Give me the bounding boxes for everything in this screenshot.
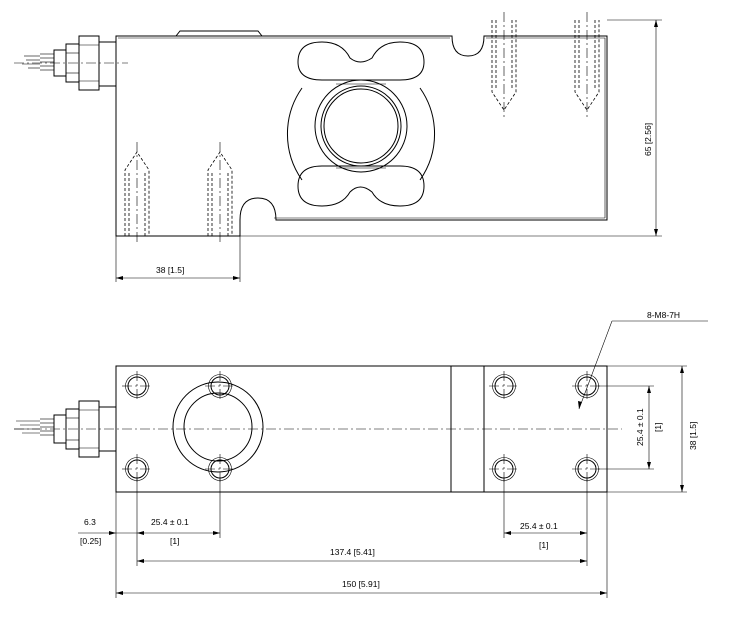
dim-side-width: 38 [1.5] [115, 236, 241, 282]
cable-gland-side [22, 35, 117, 91]
dim-vertical-pitch-inch: [1] [653, 423, 663, 432]
beam-web-side [286, 41, 436, 207]
center-ring-outer [172, 381, 264, 473]
dim-pitch-right-inch: [1] [539, 540, 548, 550]
dim-hole-span-label: 137.4 [5.41] [330, 547, 375, 557]
thread-callout: 8-M8-7H [578, 310, 708, 410]
dim-pitch-right-label: 25.4 ± 0.1 [520, 521, 558, 531]
dim-plan-width-label: 38 [1.5] [688, 422, 698, 450]
dim-plan-width: 38 [1.5] [607, 365, 698, 493]
dim-side-width-label: 38 [1.5] [156, 265, 184, 275]
dim-pitch-left-label: 25.4 ± 0.1 [151, 517, 189, 527]
hole [122, 371, 152, 401]
thread-holes-bottom [124, 142, 233, 244]
dim-vertical-pitch-label: 25.4 ± 0.1 [635, 408, 645, 446]
thread-callout-label: 8-M8-7H [647, 310, 680, 320]
dim-overall-length-label: 150 [5.91] [342, 579, 380, 589]
center-ring-inner [183, 392, 253, 462]
dim-side-height: 65 [2.56] [240, 19, 662, 237]
dim-vertical-pitch: 25.4 ± 0.1 [1] [598, 385, 663, 470]
side-view-body-outline-inner [118, 37, 606, 219]
top-boss [175, 30, 263, 37]
side-view: 38 [1.5] 65 [2.56] [14, 12, 662, 282]
hole [489, 371, 519, 401]
side-view-body-outline [115, 35, 608, 237]
hole [205, 371, 235, 401]
dim-offset-inch: [0.25] [80, 536, 101, 546]
dim-pitch-left-inch: [1] [170, 536, 179, 546]
bottom-dimensions: 6.3 [0.25] 25.4 ± 0.1 [1] 25.4 ± 0.1 [1]… [78, 478, 608, 598]
thread-holes-top [491, 12, 600, 118]
dim-offset-label: 6.3 [84, 517, 96, 527]
plan-view: 8-M8-7H 25.4 ± 0.1 [1] 38 [1.5] [14, 310, 708, 598]
hole [572, 371, 602, 401]
mounting-holes [122, 371, 602, 484]
dim-side-height-label: 65 [2.56] [643, 123, 653, 156]
